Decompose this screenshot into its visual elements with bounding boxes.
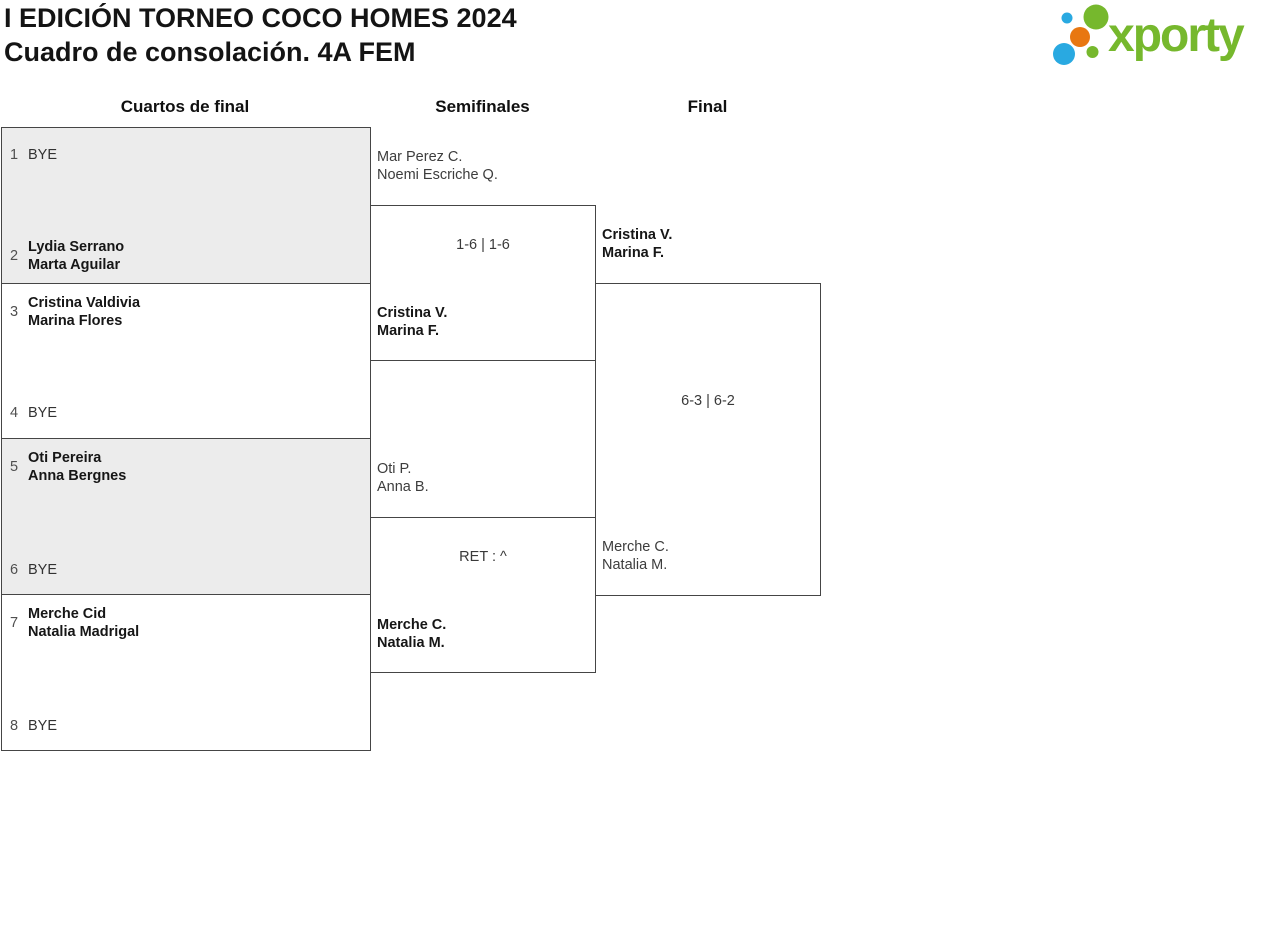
team-name-line: Marina F.: [602, 245, 665, 261]
team-name: Lydia Serrano Marta Aguilar: [28, 238, 124, 274]
xporty-logo-wordmark: xporty: [1108, 9, 1245, 62]
page-title-line2: Cuadro de consolación. 4A FEM: [4, 37, 416, 67]
seed-number: 7: [10, 615, 19, 631]
team-name-line: BYE: [28, 147, 58, 163]
qf-match-2: 3 Cristina Valdivia Marina Flores 4 BYE: [1, 283, 371, 439]
seed-number: 2: [10, 248, 19, 264]
qf-slot-3: 3 Cristina Valdivia Marina Flores: [10, 294, 140, 330]
sf2-team-bottom: Merche C. Natalia M.: [377, 616, 446, 652]
qf-slot-8: 8 BYE: [10, 717, 57, 735]
qf-match-1: 1 BYE 2 Lydia Serrano Marta Aguilar: [1, 127, 371, 284]
column-header-final: Final: [687, 97, 728, 116]
team-name-line: Natalia Madrigal: [28, 624, 140, 640]
qf-slot-2: 2 Lydia Serrano Marta Aguilar: [10, 238, 124, 274]
seed-number: 8: [10, 718, 19, 734]
team-name: BYE: [28, 404, 57, 422]
final-team-bottom: Merche C. Natalia M.: [602, 538, 669, 574]
qf-slot-4: 4 BYE: [10, 404, 57, 422]
team-name-line: BYE: [28, 405, 58, 421]
team-name-line: Noemi Escriche Q.: [377, 167, 498, 183]
team-name-line: Natalia M.: [377, 635, 445, 651]
team-name-line: Marta Aguilar: [28, 257, 121, 273]
team-name-line: Marina Flores: [28, 313, 123, 329]
team-name: Cristina Valdivia Marina Flores: [28, 294, 140, 330]
team-name-line: Mar Perez C.: [377, 149, 463, 165]
qf-slot-1: 1 BYE: [10, 146, 57, 164]
team-name-line: Anna Bergnes: [28, 468, 127, 484]
logo-dot-blue-large: [1053, 43, 1075, 65]
qf-slot-6: 6 BYE: [10, 561, 57, 579]
team-name-line: BYE: [28, 718, 58, 734]
final-match: [595, 283, 821, 596]
final-match-score: 6-3 | 6-2: [681, 393, 735, 409]
sf1-match-score: 1-6 | 1-6: [456, 237, 510, 253]
seed-number: 1: [10, 147, 19, 163]
team-name-line: Marina F.: [377, 323, 440, 339]
qf-slot-7: 7 Merche Cid Natalia Madrigal: [10, 605, 139, 641]
team-name: Merche Cid Natalia Madrigal: [28, 605, 139, 641]
final-team-top: Cristina V. Marina F.: [602, 226, 672, 262]
team-name: BYE: [28, 717, 57, 735]
team-name-line: Natalia M.: [602, 557, 668, 573]
team-name-line: Cristina V.: [602, 227, 673, 243]
column-header-quarterfinals: Cuartos de final: [120, 97, 250, 116]
team-name-line: BYE: [28, 562, 58, 578]
sf1-team-top: Mar Perez C. Noemi Escriche Q.: [377, 148, 498, 184]
sf2-match-score: RET : ^: [459, 549, 507, 565]
team-name-line: Oti P.: [377, 461, 412, 477]
xporty-logo[interactable]: xporty: [1046, 2, 1276, 74]
page-title-line1: I EDICIÓN TORNEO COCO HOMES 2024: [4, 3, 517, 33]
team-name: BYE: [28, 561, 57, 579]
team-name-line: Merche Cid: [28, 606, 107, 622]
page-title: I EDICIÓN TORNEO COCO HOMES 2024 Cuadro …: [4, 1, 517, 69]
seed-number: 6: [10, 562, 19, 578]
team-name-line: Merche C.: [602, 539, 669, 555]
sf1-team-bottom: Cristina V. Marina F.: [377, 304, 447, 340]
seed-number: 4: [10, 405, 19, 421]
logo-dot-orange: [1070, 27, 1090, 47]
xporty-logo-dots-icon: [1053, 4, 1109, 65]
qf-match-3: 5 Oti Pereira Anna Bergnes 6 BYE: [1, 438, 371, 595]
team-name-line: Lydia Serrano: [28, 239, 125, 255]
qf-slot-5: 5 Oti Pereira Anna Bergnes: [10, 449, 126, 485]
logo-dot-blue-small: [1061, 12, 1073, 24]
qf-match-4: 7 Merche Cid Natalia Madrigal 8 BYE: [1, 594, 371, 751]
seed-number: 3: [10, 304, 19, 320]
team-name-line: Cristina Valdivia: [28, 295, 141, 311]
team-name-line: Anna B.: [377, 479, 429, 495]
team-name-line: Cristina V.: [377, 305, 448, 321]
team-name: Oti Pereira Anna Bergnes: [28, 449, 126, 485]
logo-dot-green-large: [1083, 4, 1109, 30]
logo-dot-green-small: [1086, 46, 1099, 58]
sf2-team-top: Oti P. Anna B.: [377, 460, 429, 496]
column-header-semifinals: Semifinales: [435, 97, 530, 116]
team-name: BYE: [28, 146, 57, 164]
team-name-line: Oti Pereira: [28, 450, 102, 466]
team-name-line: Merche C.: [377, 617, 447, 633]
seed-number: 5: [10, 459, 19, 475]
